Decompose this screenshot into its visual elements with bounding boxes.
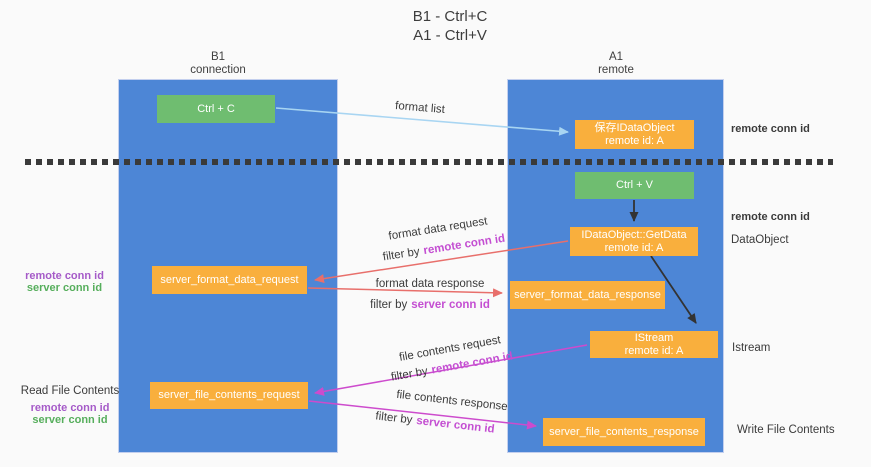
- node-ctrl-v: Ctrl + V: [575, 172, 694, 199]
- left-conn-id-group-format: remote conn id server conn id: [17, 270, 112, 294]
- node-server-file-contents-request: server_file_contents_request: [150, 382, 308, 409]
- node-ctrl-c-label: Ctrl + C: [197, 102, 235, 115]
- node-save-idataobject-line1: 保存IDataObject: [594, 121, 675, 134]
- server-conn-id-text: server conn id: [415, 414, 496, 436]
- lane-header-a1: A1 remote: [598, 51, 634, 77]
- label-file-contents-response: file contents response: [395, 388, 509, 414]
- node-save-idataobject-line2: remote id: A: [605, 134, 664, 147]
- filter-by-text: filter by: [382, 245, 421, 264]
- node-server-format-data-request: server_format_data_request: [152, 266, 307, 294]
- left-read-file-group: Read File Contents remote conn id server…: [15, 385, 125, 426]
- node-save-idataobject: 保存IDataObject remote id: A: [575, 120, 694, 149]
- label-write-file-contents: Write File Contents: [737, 424, 835, 436]
- node-ctrl-v-label: Ctrl + V: [616, 179, 653, 191]
- left-remote-conn-id-file: remote conn id: [30, 402, 110, 414]
- lane-b1-name: B1: [210, 51, 226, 63]
- node-server-format-data-request-label: server_format_data_request: [160, 273, 299, 286]
- right-remote-conn-id-mid: remote conn id: [731, 211, 810, 223]
- label-istream: Istream: [732, 342, 771, 354]
- node-server-file-contents-response-label: server_file_contents_response: [549, 425, 699, 438]
- node-istream-line1: IStream: [634, 331, 674, 344]
- label-read-file-contents: Read File Contents: [20, 385, 120, 397]
- label-dataobject: DataObject: [731, 234, 789, 246]
- lane-b1-role: connection: [190, 64, 246, 76]
- left-remote-conn-id-format: remote conn id: [25, 270, 104, 282]
- filter-by-text: filter by: [370, 299, 408, 311]
- node-ctrl-c: Ctrl + C: [157, 95, 275, 123]
- server-conn-id-text: server conn id: [411, 299, 490, 311]
- phase-divider-dashed-line: [25, 159, 833, 165]
- remote-conn-id-text: remote conn id: [422, 232, 506, 258]
- node-idataobject-getdata-line2: remote id: A: [604, 241, 664, 254]
- lane-a1-name: A1: [608, 51, 624, 63]
- node-idataobject-getdata-line1: IDataObject::GetData: [581, 228, 687, 241]
- node-istream-line2: remote id: A: [624, 344, 684, 357]
- left-server-conn-id-format: server conn id: [26, 282, 103, 294]
- lane-header-b1: B1 connection: [190, 51, 246, 77]
- filter-by-text: filter by: [374, 410, 414, 427]
- node-server-file-contents-request-label: server_file_contents_request: [158, 389, 300, 401]
- node-istream: IStream remote id: A: [590, 331, 718, 358]
- left-server-conn-id-file: server conn id: [32, 414, 108, 426]
- node-server-file-contents-response: server_file_contents_response: [543, 418, 705, 446]
- right-remote-conn-id-top: remote conn id: [731, 123, 810, 135]
- node-server-format-data-response-label: server_format_data_response: [514, 288, 661, 301]
- diagram-title: B1 - Ctrl+C A1 - Ctrl+V: [413, 7, 488, 45]
- title-line-1: B1 - Ctrl+C: [412, 8, 488, 25]
- label-format-data-response: format data response: [375, 278, 485, 290]
- node-server-format-data-response: server_format_data_response: [510, 281, 665, 309]
- label-format-list: format list: [394, 100, 446, 116]
- filter-by-text: filter by: [390, 365, 429, 384]
- title-line-2: A1 - Ctrl+V: [413, 27, 487, 44]
- node-idataobject-getdata: IDataObject::GetData remote id: A: [570, 227, 698, 256]
- lane-a1-role: remote: [598, 64, 634, 76]
